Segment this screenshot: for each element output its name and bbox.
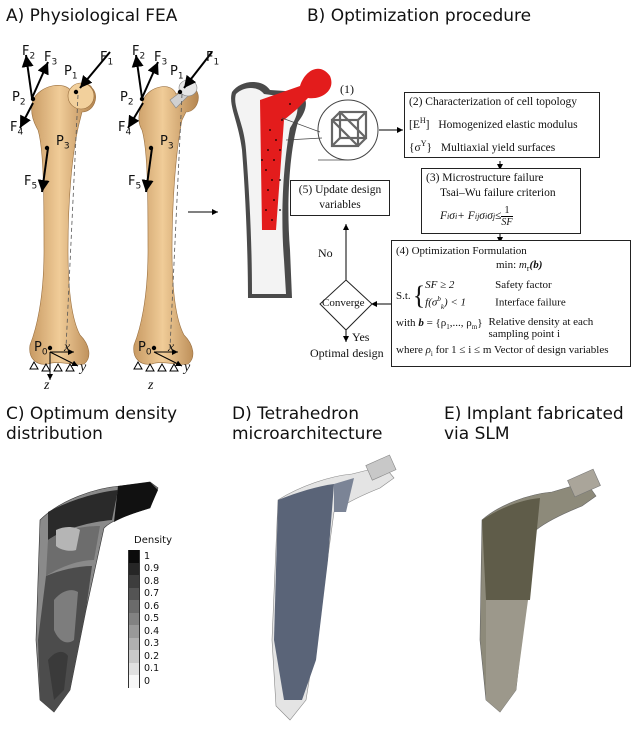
label-f2-right: F2 bbox=[132, 44, 146, 62]
tetrahedron-implant bbox=[271, 454, 397, 721]
density-legend-row: 0.8 bbox=[128, 575, 159, 588]
axis-y-left: y bbox=[80, 360, 87, 375]
femur-left bbox=[29, 82, 96, 365]
box3-title: (3) Microstructure failure bbox=[426, 172, 544, 184]
density-legend-tick: 0.2 bbox=[144, 650, 160, 662]
panel-d-title-line2: microarchitecture bbox=[232, 424, 383, 444]
label-f2-left: F2 bbox=[22, 44, 36, 62]
density-legend-tick: 0.9 bbox=[144, 563, 160, 575]
density-legend-tick: 1 bbox=[144, 550, 151, 562]
box4-where: where ρi for 1 ≤ i ≤ m Vector of design … bbox=[396, 344, 609, 359]
optimal-design-label: Optimal design bbox=[310, 346, 384, 360]
panel-c-title-line2: distribution bbox=[6, 424, 103, 444]
density-legend-row: 0.4 bbox=[128, 625, 159, 638]
density-legend-swatch bbox=[128, 650, 140, 663]
panel-b-title: B) Optimization procedure bbox=[307, 6, 532, 26]
box-update-design: (5) Update design variables bbox=[290, 180, 390, 216]
box4-st: S.t. bbox=[396, 290, 411, 303]
box4-with: with b = {ρ1,..., ρm} Relative density a… bbox=[396, 316, 594, 341]
panel-e-title-line2: via SLM bbox=[444, 424, 510, 444]
panel-c-title-line1: C) Optimum density bbox=[6, 404, 178, 424]
box4-objective: min: mr(b) bbox=[496, 259, 543, 274]
density-legend-swatch bbox=[128, 662, 140, 675]
density-legend-title: Density bbox=[134, 535, 173, 546]
density-legend-tick: 0.1 bbox=[144, 663, 160, 675]
density-legend-swatch bbox=[128, 575, 140, 588]
label-f1-right: F1 bbox=[206, 50, 220, 68]
density-legend-row: 0.9 bbox=[128, 562, 160, 575]
flow-yes-label: Yes bbox=[352, 330, 370, 344]
density-legend-tick: 0 bbox=[144, 675, 151, 687]
density-legend-tick: 0.7 bbox=[144, 588, 160, 600]
box2-row2: {σY} Multiaxial yield surfaces bbox=[409, 138, 556, 154]
label-p1-right: P1 bbox=[170, 64, 184, 82]
panel-a-title: A) Physiological FEA bbox=[6, 6, 178, 26]
box3-line1: Tsai–Wu failure criterion bbox=[440, 187, 556, 199]
panel-d-title-line1: D) Tetrahedron bbox=[232, 404, 359, 424]
density-legend-tick: 0.4 bbox=[144, 625, 160, 637]
density-legend-swatch bbox=[128, 600, 140, 613]
label-f4-right: F4 bbox=[118, 120, 132, 138]
density-legend-swatch bbox=[128, 637, 140, 650]
box4-title: (4) Optimization Formulation bbox=[396, 245, 527, 257]
density-legend-row: 0.2 bbox=[128, 650, 159, 663]
density-legend-swatch bbox=[128, 675, 140, 688]
density-legend-swatch bbox=[128, 612, 140, 625]
density-legend-swatch bbox=[128, 625, 140, 638]
panel-e-title-line1: E) Implant fabricated bbox=[444, 404, 624, 424]
label-f3-right: F3 bbox=[154, 50, 168, 68]
density-legend-tick: 0.6 bbox=[144, 600, 160, 612]
density-legend-tick: 0.5 bbox=[144, 613, 160, 625]
label-f4-left: F4 bbox=[10, 120, 24, 138]
label-p0-left: P0 bbox=[34, 340, 48, 358]
label-f5-left: F5 bbox=[24, 174, 38, 192]
axis-z-left: z bbox=[44, 378, 50, 393]
label-p3-right: P3 bbox=[160, 134, 174, 152]
label-p2-right: P2 bbox=[120, 90, 134, 108]
axis-x-left: x bbox=[64, 340, 71, 355]
density-legend-tick: 0.3 bbox=[144, 638, 160, 650]
box2-row1: [EH] Homogenized elastic modulus bbox=[409, 116, 578, 131]
axis-x-right: x bbox=[168, 340, 175, 355]
density-legend-row: 0.3 bbox=[128, 637, 160, 650]
femur-right bbox=[133, 79, 199, 365]
density-legend-row: 0.1 bbox=[128, 662, 160, 675]
density-legend-swatch bbox=[128, 587, 140, 600]
density-legend-row: 1 bbox=[128, 550, 159, 563]
label-p3-left: P3 bbox=[56, 134, 70, 152]
label-f5-right: F5 bbox=[128, 174, 142, 192]
flow-no-label: No bbox=[318, 246, 333, 260]
density-legend-swatch bbox=[128, 550, 140, 563]
label-f1-left: F1 bbox=[100, 50, 114, 68]
density-legend-row: 0.5 bbox=[128, 612, 160, 625]
axis-z-right: z bbox=[148, 378, 154, 393]
density-legend-swatch bbox=[128, 562, 140, 575]
label-p1-left: P1 bbox=[64, 64, 78, 82]
step-1-label: (1) bbox=[340, 82, 354, 96]
label-p2-left: P2 bbox=[12, 90, 26, 108]
box2-title: (2) Characterization of cell topology bbox=[409, 96, 577, 108]
box-microstructure-failure: (3) Microstructure failure Tsai–Wu failu… bbox=[421, 168, 581, 234]
label-p0-right: P0 bbox=[138, 340, 152, 358]
slm-implant bbox=[479, 468, 601, 713]
converge-label: Converge bbox=[322, 297, 365, 309]
density-legend-row: 0.6 bbox=[128, 600, 159, 613]
density-legend-row: 0.7 bbox=[128, 587, 160, 600]
density-legend-row: 0 bbox=[128, 675, 159, 688]
axis-y-right: y bbox=[184, 360, 191, 375]
label-f3-left: F3 bbox=[44, 50, 58, 68]
box-cell-topology: (2) Characterization of cell topology [E… bbox=[404, 92, 600, 158]
cell-topology-icon bbox=[330, 110, 368, 148]
density-legend-tick: 0.8 bbox=[144, 575, 160, 587]
density-dots bbox=[261, 103, 291, 221]
box-optimization-formulation: (4) Optimization Formulation min: mr(b) … bbox=[391, 240, 631, 367]
